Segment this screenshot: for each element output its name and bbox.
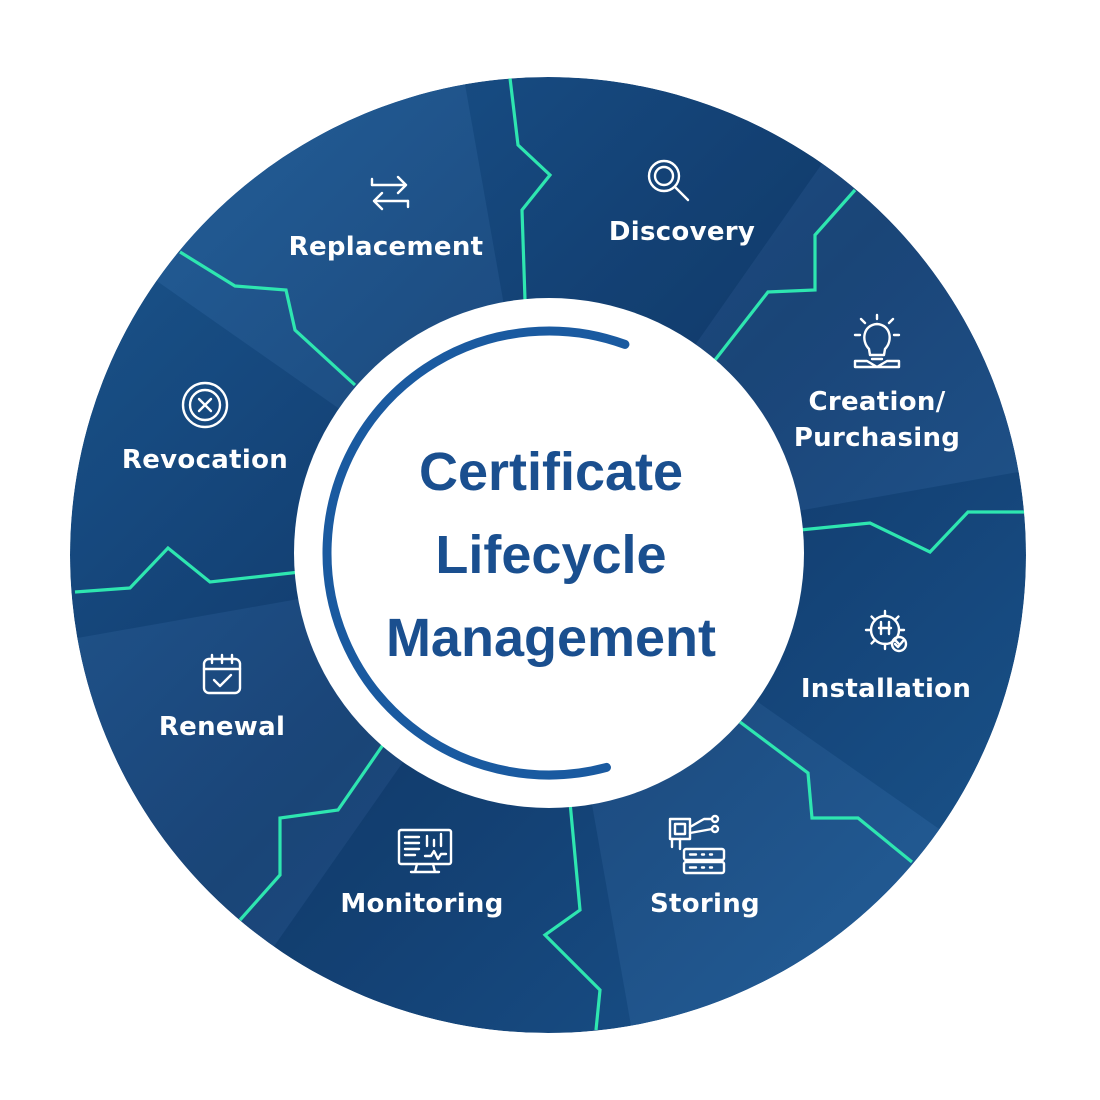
segment-labels: DiscoveryCreation/PurchasingInstallation…: [122, 217, 971, 919]
center-title-line: Certificate: [419, 442, 683, 502]
segment-divider: [799, 510, 1026, 554]
segment-divider: [179, 250, 357, 387]
segment-label-renewal: Renewal: [159, 712, 285, 742]
monitor-chart-icon: [397, 828, 453, 874]
segment-divider: [739, 720, 914, 864]
chip-storage-icon: [668, 814, 726, 875]
gear-wrench-icon: [864, 609, 908, 653]
segment-label-installation: Installation: [801, 674, 971, 704]
segment-divider: [713, 188, 857, 361]
segment-label-replacement: Replacement: [289, 232, 484, 262]
magnifier-icon: [647, 159, 690, 202]
swap-arrows-icon: [370, 175, 410, 211]
segment-label-monitoring: Monitoring: [340, 889, 503, 919]
center-ring-accent: [322, 326, 630, 780]
segment-label-revocation: Revocation: [122, 445, 288, 475]
center-circle: [294, 298, 804, 808]
segment-label-storing: Storing: [650, 889, 760, 919]
segment-divider: [542, 801, 602, 1031]
segment-divider: [74, 545, 301, 594]
segment-divider: [238, 741, 387, 922]
segment-label-creationpurchasing: Creation/Purchasing: [794, 387, 960, 453]
segment-divider: [508, 77, 553, 301]
calendar-check-icon: [202, 653, 242, 695]
center-title-line: Lifecycle: [435, 525, 666, 585]
lightbulb-icon: [853, 313, 901, 369]
center-title-line: Management: [386, 608, 716, 668]
segment-icons: [181, 159, 908, 875]
segment-label-discovery: Discovery: [609, 217, 755, 247]
x-circle-icon: [181, 381, 229, 429]
